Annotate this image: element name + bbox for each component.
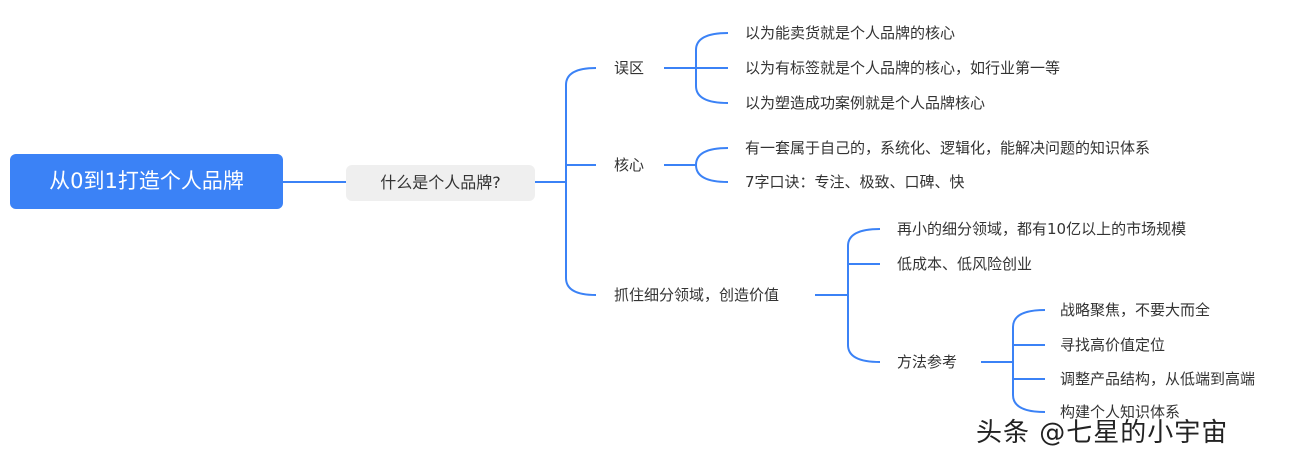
- edge-niche-items: [847, 228, 881, 363]
- watermark: 头条 @七星的小宇宙: [976, 418, 1229, 448]
- edge-to-mistake: [565, 67, 597, 296]
- method-item[interactable]: 构建个人知识体系: [1060, 403, 1181, 421]
- branch-core[interactable]: 核心: [614, 156, 645, 174]
- edge-core-items: [694, 147, 729, 183]
- core-item[interactable]: 7字口诀：专注、极致、口碑、快: [745, 173, 965, 191]
- root-topic[interactable]: 从0到1打造个人品牌: [10, 154, 283, 209]
- method-item[interactable]: 战略聚焦，不要大而全: [1060, 301, 1211, 319]
- branch-method[interactable]: 方法参考: [897, 353, 958, 371]
- branch-mistake[interactable]: 误区: [614, 59, 645, 77]
- mistake-item[interactable]: 以为塑造成功案例就是个人品牌核心: [745, 94, 986, 112]
- edge-method-items: [1012, 309, 1046, 413]
- mistake-item[interactable]: 以为有标签就是个人品牌的核心，如行业第一等: [745, 59, 1061, 77]
- branch-niche[interactable]: 抓住细分领域，创造价值: [614, 286, 780, 304]
- niche-item[interactable]: 低成本、低风险创业: [897, 255, 1033, 273]
- method-item[interactable]: 寻找高价值定位: [1060, 336, 1166, 354]
- method-item[interactable]: 调整产品结构，从低端到高端: [1060, 370, 1256, 388]
- level1-topic[interactable]: 什么是个人品牌?: [346, 165, 535, 201]
- mistake-item[interactable]: 以为能卖货就是个人品牌的核心: [745, 24, 956, 42]
- core-item[interactable]: 有一套属于自己的，系统化、逻辑化，能解决问题的知识体系: [745, 139, 1151, 157]
- niche-item[interactable]: 再小的细分领域，都有10亿以上的市场规模: [897, 220, 1187, 238]
